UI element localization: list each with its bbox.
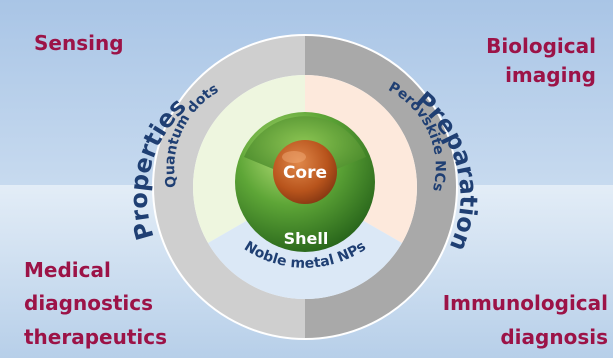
outer-ring-outline [152, 34, 458, 340]
label-medical-line3: therapeutics [24, 325, 167, 349]
label-medical-line1: Medical [24, 258, 111, 282]
shell-label: Shell [284, 229, 329, 248]
core-label: Core [283, 163, 327, 183]
label-sensing: Sensing [34, 31, 124, 55]
label-immunological-line1: Immunological [443, 291, 608, 315]
label-medical-line2: diagnostics [24, 291, 153, 315]
label-biological-imaging-line2: imaging [505, 63, 596, 87]
core-sphere [273, 140, 337, 204]
label-immunological-line2: diagnosis [500, 325, 608, 349]
core-highlight [282, 151, 306, 163]
label-biological-imaging-line1: Biological [486, 34, 596, 58]
